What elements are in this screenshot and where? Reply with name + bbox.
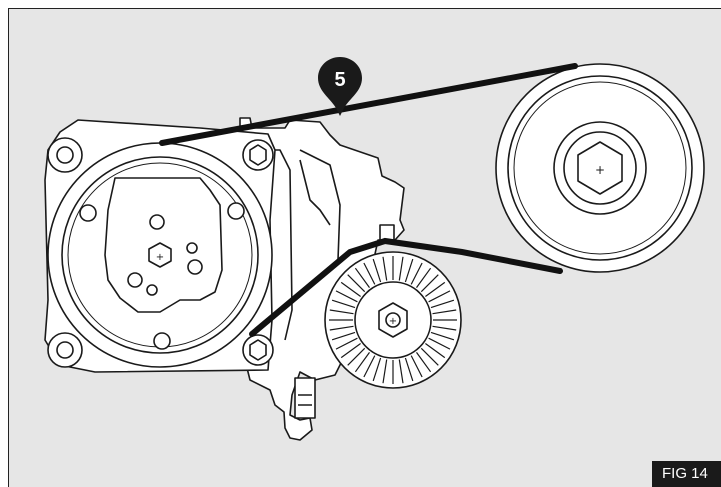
pulley-tooth: [372, 357, 382, 382]
engine-block-tab: [294, 377, 316, 419]
rivet: [79, 204, 97, 222]
pulley-tooth: [347, 274, 366, 293]
pulley-tooth: [331, 331, 356, 341]
pulley-tooth: [340, 343, 361, 359]
engine-block-rib: [268, 149, 293, 341]
callout-5: 5: [318, 57, 362, 116]
mounting-bolt-head: [249, 339, 267, 361]
mounting-ear-hole: [56, 146, 74, 164]
pulley-tooth: [420, 274, 439, 293]
engine-block-tab: [298, 394, 312, 406]
pulley-tooth: [331, 299, 356, 309]
pulley-tooth: [382, 256, 388, 281]
tensioner-pulley-bolt: [385, 312, 401, 328]
pulley-tooth: [416, 352, 432, 373]
pulley-tooth: [404, 357, 414, 382]
pulley-tooth: [432, 309, 457, 315]
pulley-tooth: [329, 325, 354, 331]
rivet: [127, 272, 143, 288]
pulley-tooth: [398, 256, 404, 281]
rivet-small: [146, 284, 158, 296]
mounting-bolt-head: [249, 144, 267, 166]
pulley-tooth: [363, 355, 376, 378]
pulley-tooth: [372, 258, 382, 283]
rivet: [187, 259, 203, 275]
pulley-tooth: [363, 262, 376, 285]
pulley-tooth: [354, 267, 370, 288]
pulley-tooth: [410, 262, 423, 285]
tensioner-center-mark: +: [389, 316, 397, 327]
idler-center-mark: +: [595, 163, 605, 177]
pulley-tooth: [329, 309, 354, 315]
pulley-tooth: [420, 347, 439, 366]
tensioner-pulley-teeth: [329, 256, 457, 384]
drive-belt: [159, 63, 578, 337]
mounting-ear-hole: [56, 341, 74, 359]
rivet: [153, 332, 171, 350]
rivet: [149, 214, 165, 230]
pulley-tooth: [425, 343, 446, 359]
pulley-tooth: [432, 325, 457, 331]
callout-number: 5: [334, 69, 345, 91]
idler-pulley-ring: [513, 81, 687, 255]
pulley-tooth: [340, 281, 361, 297]
rivet-small: [186, 242, 198, 254]
pulley-tooth: [404, 258, 414, 283]
pulley-tooth: [428, 290, 451, 303]
idler-pulley-bolt: [577, 141, 623, 195]
pulley-tooth: [398, 359, 404, 384]
engine-block-rib: [299, 149, 341, 261]
idler-pulley-ring: [507, 75, 693, 261]
pulley-tooth: [416, 267, 432, 288]
hub-center-mark: +: [156, 252, 164, 263]
figure-label: FIG 14: [652, 461, 721, 487]
pulley-tooth: [430, 331, 455, 341]
pulley-tooth: [428, 337, 451, 350]
pulley-tooth: [354, 352, 370, 373]
pulley-tooth: [347, 347, 366, 366]
pulley-tooth: [382, 359, 388, 384]
pulley-tooth: [410, 355, 423, 378]
clutch-hub-nut: [148, 242, 172, 268]
pulley-tooth: [335, 337, 358, 350]
pulley-tooth: [425, 281, 446, 297]
rivet: [227, 202, 245, 220]
compressor-pulley-rim: [61, 156, 259, 354]
pulley-tooth: [335, 290, 358, 303]
engine-block-rib: [299, 159, 331, 226]
pulley-tooth: [430, 299, 455, 309]
